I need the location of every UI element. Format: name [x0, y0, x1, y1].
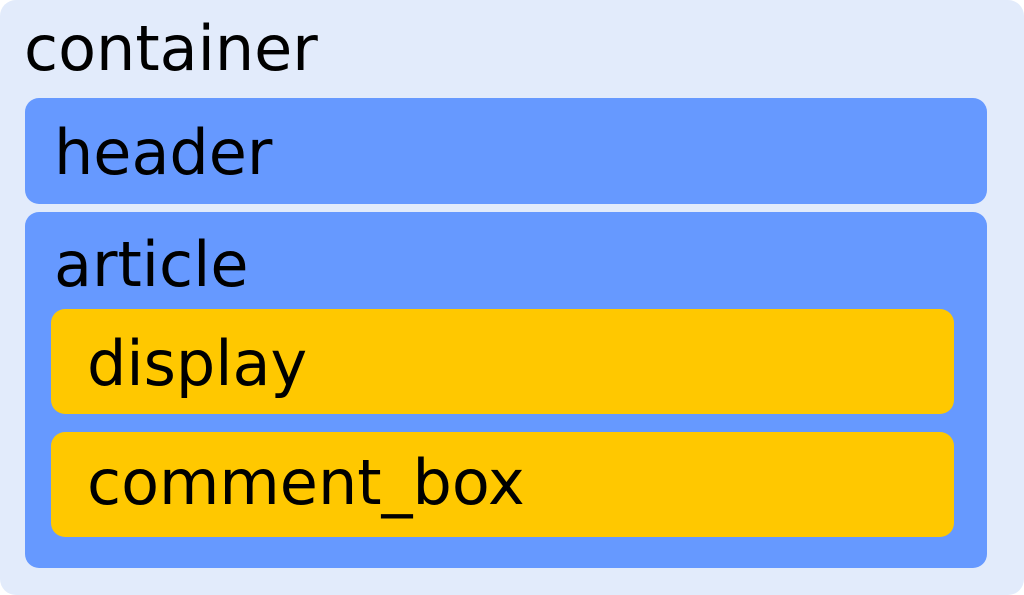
- article-label: article: [54, 228, 249, 301]
- display-box: display: [51, 309, 954, 414]
- header-label: header: [54, 116, 273, 189]
- display-label: display: [87, 327, 308, 400]
- container-label: container: [24, 12, 318, 85]
- comment-box: comment_box: [51, 432, 954, 537]
- header-box: header: [25, 98, 987, 204]
- comment-box-label: comment_box: [87, 446, 525, 519]
- article-box: article display comment_box: [25, 212, 987, 568]
